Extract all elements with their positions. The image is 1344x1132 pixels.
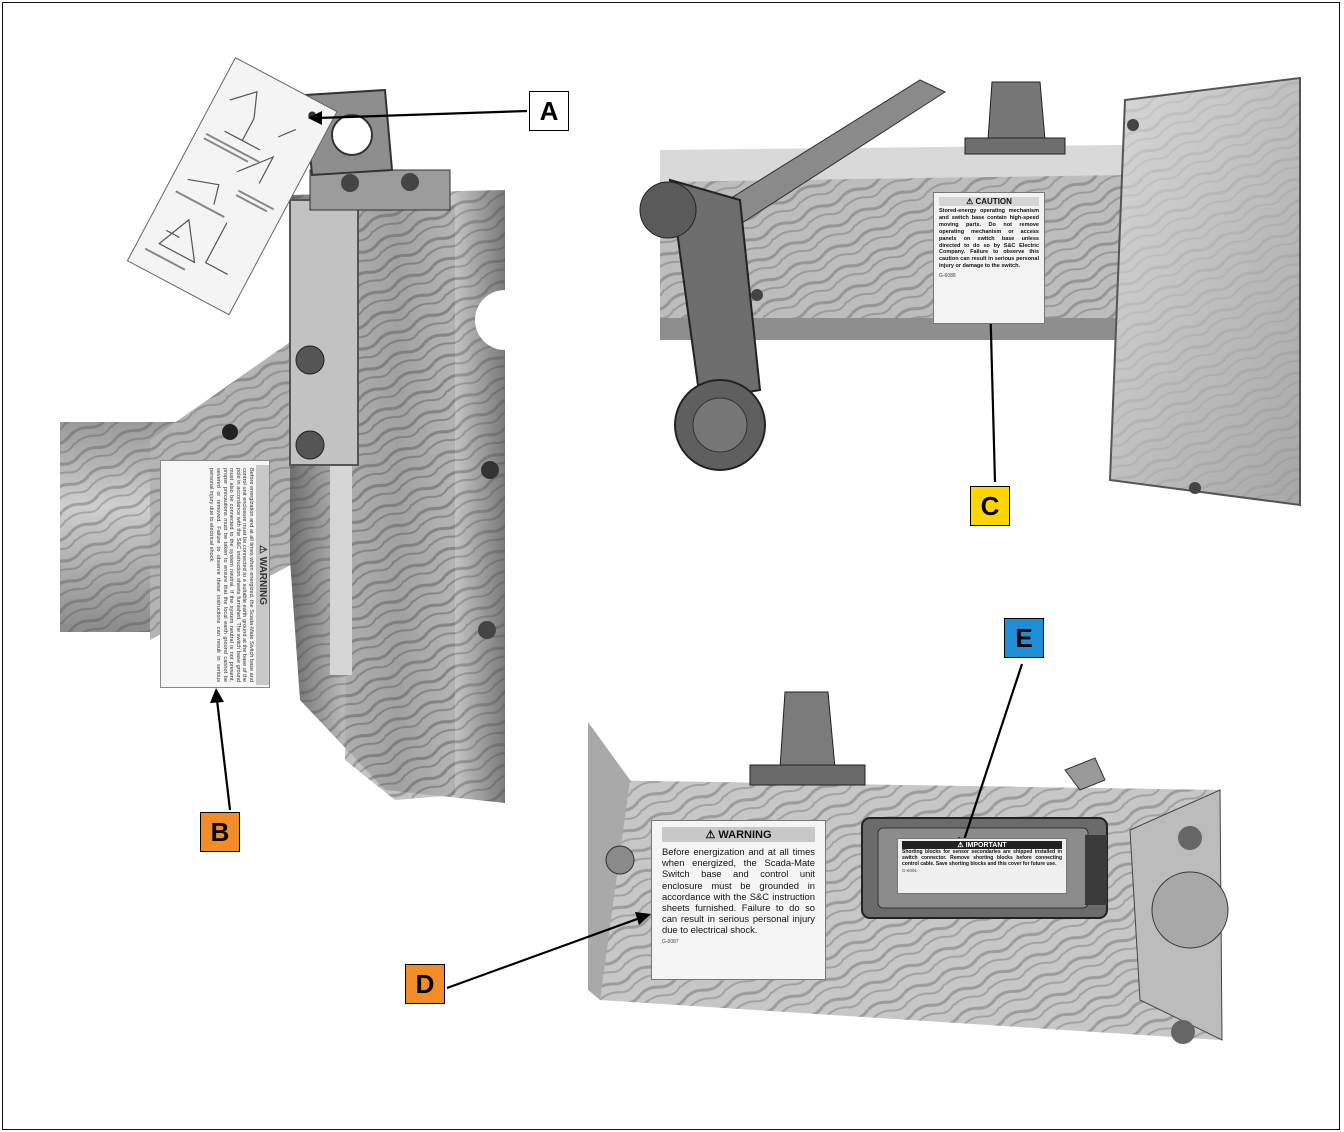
warning-text: Before energization and at all times whe… [662,846,815,936]
important-code: G-6091 [902,867,918,873]
caution-text: Stored-energy operating mechanism and sw… [939,208,1039,270]
callout-d: D [405,964,445,1004]
caution-plate-c: ⚠ CAUTION Stored-energy operating mechan… [933,192,1045,324]
callout-e: E [1004,618,1044,658]
important-heading: ⚠ IMPORTANT [902,841,1062,849]
warning-plate-d: ⚠ WARNING Before energization and at all… [651,820,826,980]
caution-heading: ⚠ CAUTION [939,197,1039,206]
warning-tag-heading: ⚠ WARNING [256,465,269,685]
warning-heading: ⚠ WARNING [662,827,815,842]
callout-b: B [200,812,240,852]
warning-tag-text: Before energization and at all times whe… [208,468,254,682]
warning-tag-b: ⚠ WARNING Before energization and at all… [160,460,270,688]
important-label-e: ⚠ IMPORTANT Shorting blocks for sensor s… [897,838,1067,894]
callout-a: A [529,91,569,131]
callout-c: C [970,486,1010,526]
warning-code: G-6087 [662,938,679,945]
important-text: Shorting blocks for sensor secondaries a… [902,849,1062,867]
caution-code: G-6088 [939,273,956,280]
